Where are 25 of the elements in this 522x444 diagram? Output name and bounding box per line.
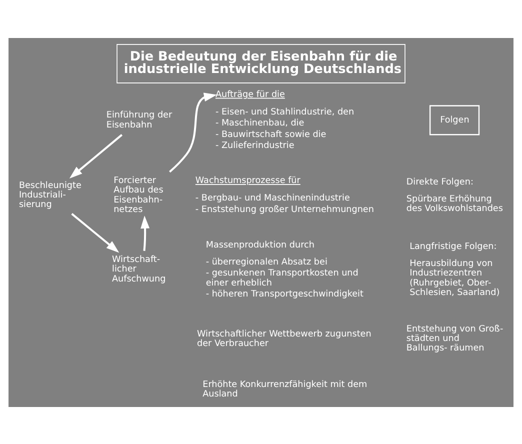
- label: - überregionalen Absatz bei: [206, 256, 328, 267]
- label: Massenproduktion durch: [206, 240, 314, 250]
- node-text: Wirtschaft- licher Aufschwung: [112, 254, 166, 284]
- label: Spürbare Erhöhung des Volkswohlstandes: [406, 194, 503, 214]
- node-text: Beschleunigte Industriali- sierung: [18, 180, 82, 210]
- node-text: Einführung der Eisenbahn: [106, 110, 172, 130]
- label: Wachstumsprozesse für: [195, 176, 300, 186]
- arrow: [69, 134, 123, 178]
- label: - höheren Transportgeschwindigkeit: [206, 289, 364, 300]
- label: - Bergbau- und Maschinenindustrie: [195, 193, 350, 204]
- label: Herausbildung von Industriezentren (Ruhrgebiet, Ober- Schlesien, Saarland): [410, 258, 500, 298]
- label: Langfristige Folgen:: [410, 242, 497, 252]
- label: Entstehung von Groß- städten und Ballungs- räumen: [406, 324, 504, 354]
- arrow: [140, 215, 150, 250]
- node-box: Folgen: [429, 104, 480, 135]
- label: Wirtschaftlicher Wettbewerb zugunsten der Verbraucher: [197, 328, 372, 348]
- label: Erhöhte Konkurrenzfähigkeit mit dem Ausland: [202, 379, 368, 399]
- label: Direkte Folgen:: [406, 177, 474, 188]
- arrow: [169, 92, 217, 172]
- arrow: [71, 212, 120, 252]
- node-text: Forcierter Aufbau des Eisenbahn- netzes: [114, 176, 164, 214]
- diagram-title: Die Bedeutung der Eisenbahn für die industrielle Entwicklung Deutschlands: [124, 48, 402, 77]
- node-text: Aufträge für die - Eisen- und Stahlindustrie, den - Maschinenbau, die - Bauwirtschaft sowie die - Zulieferindustrie: [215, 89, 354, 151]
- label: - Enststehung großer Unternehmungnen: [195, 204, 374, 214]
- label: - gesunkenen Transportkosten und einer erheblich: [206, 268, 358, 288]
